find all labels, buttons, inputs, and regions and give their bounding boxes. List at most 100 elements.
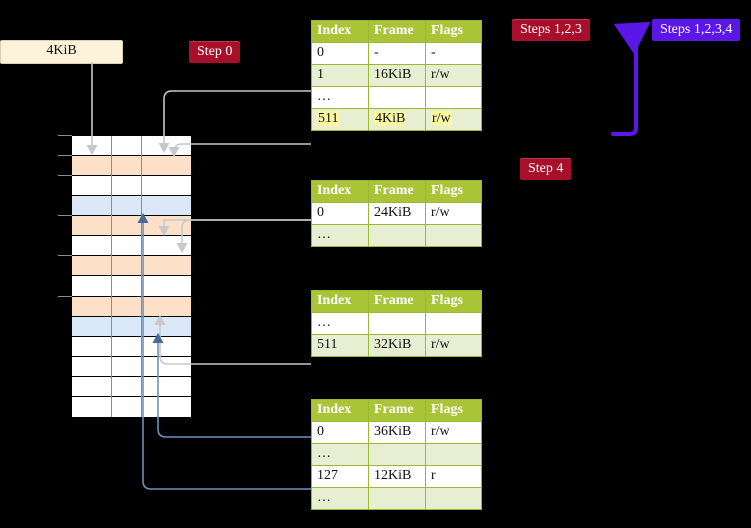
column-header: Index [311, 290, 369, 313]
badge-step-4: Step 4 [520, 158, 572, 180]
table-cell [368, 86, 426, 109]
memory-frame-row [72, 376, 191, 397]
table-cell: r/w [425, 421, 482, 444]
table-cell: - [425, 42, 482, 65]
table-cell: 24KiB [368, 202, 426, 225]
table-row[interactable]: 0-- [311, 42, 482, 65]
table-cell: … [311, 86, 369, 109]
column-header: Flags [425, 20, 482, 43]
memory-frame-row [72, 316, 191, 337]
memory-frame-row [72, 336, 191, 357]
badge-step-0: Step 0 [189, 41, 241, 63]
table-cell: … [311, 312, 369, 335]
size-box-4kib: 4KiB [0, 40, 123, 64]
table-row[interactable]: 511 4KiB r/w [311, 108, 482, 131]
column-header: Frame [368, 180, 426, 203]
table-cell: … [311, 224, 369, 247]
column-header: Index [311, 20, 369, 43]
table-row[interactable]: … [311, 443, 482, 466]
memory-guide-line-right [141, 136, 142, 417]
table-cell [425, 224, 482, 247]
column-header: Frame [368, 399, 426, 422]
memory-frame-row [72, 196, 191, 217]
memory-frame-row [72, 136, 191, 157]
memory-scale-tick [58, 175, 72, 176]
highlighted-value: r/w [431, 111, 452, 126]
highlighted-value: 511 [317, 111, 340, 126]
table-row[interactable]: … [311, 224, 482, 247]
table-cell: … [311, 487, 369, 510]
table-row[interactable]: … [311, 86, 482, 109]
table-cell [368, 224, 426, 247]
memory-frame-row [72, 396, 191, 417]
column-header: Flags [425, 399, 482, 422]
table-cell [368, 487, 426, 510]
highlighted-value: 4KiB [374, 111, 407, 126]
column-header: Flags [425, 180, 482, 203]
table-cell: r/w [425, 108, 482, 131]
physical-memory-column [71, 135, 191, 417]
table-cell [425, 443, 482, 466]
memory-scale-tick [58, 155, 72, 156]
memory-scale-tick [58, 255, 72, 256]
memory-frame-row [72, 216, 191, 237]
memory-guide-line-left [111, 136, 112, 417]
table-cell: 1 [311, 64, 369, 87]
table-cell: 12KiB [368, 465, 426, 488]
table-cell [368, 312, 426, 335]
table-cell: 511 [311, 108, 369, 131]
table-cell [425, 312, 482, 335]
table-cell: 0 [311, 42, 369, 65]
memory-frame-row [72, 356, 191, 377]
memory-frame-row [72, 176, 191, 197]
column-header: Index [311, 399, 369, 422]
badge-steps-123: Steps 1,2,3 [512, 19, 590, 41]
column-header: Flags [425, 290, 482, 313]
memory-frame-row [72, 256, 191, 277]
table-cell: 511 [311, 334, 369, 357]
size-box-label: 4KiB [46, 43, 77, 58]
table-cell [368, 443, 426, 466]
table-cell: - [368, 42, 426, 65]
memory-frame-row [72, 276, 191, 297]
table-cell: … [311, 443, 369, 466]
column-header: Index [311, 180, 369, 203]
table-cell: 0 [311, 202, 369, 225]
table-cell: 36KiB [368, 421, 426, 444]
table-cell: 16KiB [368, 64, 426, 87]
table-cell [425, 86, 482, 109]
table-cell: 4KiB [368, 108, 426, 131]
table-cell: r/w [425, 64, 482, 87]
column-header: Frame [368, 290, 426, 313]
table-row[interactable]: … [311, 312, 482, 335]
column-header: Frame [368, 20, 426, 43]
memory-scale-tick [58, 215, 72, 216]
memory-scale-tick [58, 296, 72, 297]
table-row[interactable]: … [311, 487, 482, 510]
table-cell: 127 [311, 465, 369, 488]
table-cell: 32KiB [368, 334, 426, 357]
memory-frame-row [72, 156, 191, 177]
connector-t4row511-to-memory [168, 143, 311, 158]
table-cell: r/w [425, 334, 482, 357]
memory-frame-row [72, 296, 191, 317]
memory-frame-row [72, 236, 191, 257]
badge-steps-1234: Steps 1,2,3,4 [652, 19, 741, 41]
memory-scale-tick [58, 135, 72, 136]
table-cell: r [425, 465, 482, 488]
table-cell: 0 [311, 421, 369, 444]
